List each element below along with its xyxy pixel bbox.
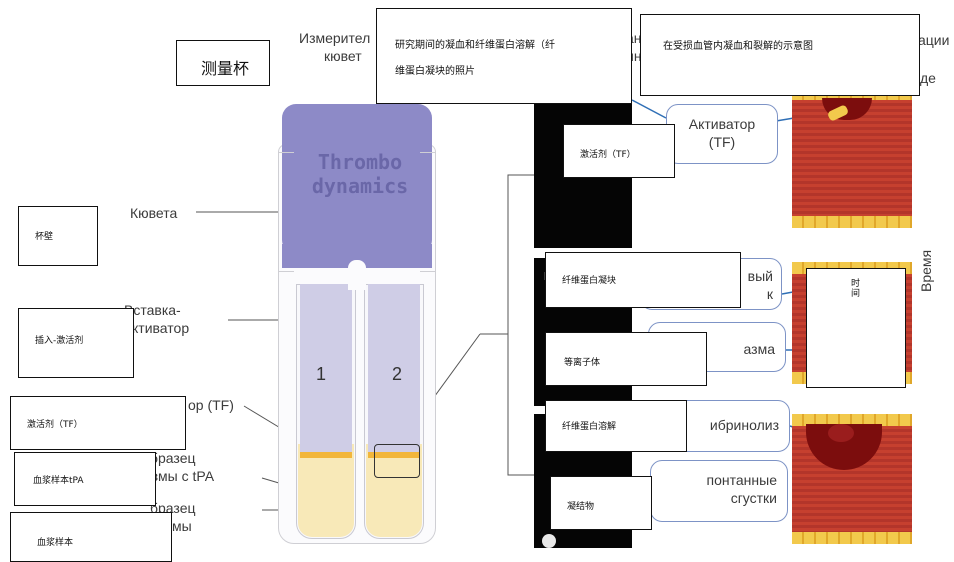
tissue-fibrinolysis: [792, 414, 912, 544]
channel-2-number: 2: [392, 364, 403, 384]
pill-activator: Активатор (TF): [666, 104, 778, 164]
header-fragment-right2: де: [920, 70, 936, 86]
overlay-photo-title-line2: 维蛋白凝块的照片: [395, 66, 475, 77]
overlay-photo-title: 研究期间的凝血和纤维蛋白溶解（纤 维蛋白凝块的照片: [376, 8, 632, 104]
activator-layer-2: [368, 452, 420, 458]
activator-layer-1: [300, 452, 352, 458]
label-activator-fragment: ор (TF): [188, 397, 234, 413]
overlay-insert-activator: 插入-激活剂: [18, 308, 134, 378]
tissue-activator: [792, 88, 912, 228]
overlay-cup-wall: 杯壁: [18, 206, 98, 266]
insert-prong-2: [368, 284, 420, 456]
pill-fibrin-line2: к: [766, 286, 773, 302]
overlay-schematic-title: 在受损血管内凝血和裂解的示意图: [640, 14, 920, 96]
channel-1-number: 1: [316, 364, 327, 384]
time-axis-label: Время: [918, 249, 934, 292]
zoom-highlight-box: [374, 444, 420, 478]
label-sample-tpa-line2: азмы с tPA: [144, 468, 215, 484]
pill-activator-line1: Активатор: [688, 116, 756, 132]
overlay-photo-title-line1: 研究期间的凝血和纤维蛋白溶解（纤: [395, 40, 555, 51]
cuvette-cap: [282, 104, 432, 254]
cuvette-illustration: Thrombo dynamics 1 2: [270, 104, 444, 548]
pill-spont-line1: понтанные: [706, 472, 777, 488]
overlay-plasma-ion: 等离子体: [545, 332, 707, 386]
overlay-plasma: 血浆样本: [10, 512, 172, 562]
overlay-fibrinolysis: 纤维蛋白溶解: [545, 400, 687, 452]
label-insert-line2: ктиватор: [132, 320, 190, 336]
brand-line1: Thrombo: [317, 150, 403, 174]
overlay-activator-tf-photo: 激活剂（TF）: [563, 124, 675, 178]
overlay-fibrin-clot: 纤维蛋白凝块: [545, 252, 741, 308]
overlay-activator-tf-left: 激活剂（TF）: [10, 396, 186, 450]
header-fragment-right1: ации: [918, 32, 950, 48]
label-insert-line1: Вставка-: [124, 302, 181, 318]
pill-spont-line2: сгустки: [730, 490, 777, 506]
header-measuring-line2: кювет: [324, 48, 362, 64]
label-sample-tpa-line1: бразец: [150, 450, 196, 466]
pill-activator-line2: (TF): [708, 134, 736, 150]
header-measuring-line1: Измерител: [299, 30, 371, 46]
insert-prong-1: [300, 284, 352, 456]
pill-spontaneous-clots: понтанные сгустки: [650, 460, 788, 522]
overlay-time: 时间: [806, 268, 906, 388]
overlay-clot: 凝结物: [550, 476, 652, 530]
plasma-fill-1: [298, 444, 354, 537]
overlay-time-text: 时间: [851, 279, 861, 299]
pill-fibrinolysis-text: ибринолиз: [709, 417, 779, 433]
label-cuvette: Кювета: [130, 205, 178, 221]
plasma-fill-2: [366, 444, 422, 537]
overlay-cup: 测量杯: [176, 40, 270, 86]
pill-fibrin-line1: вый: [747, 268, 773, 284]
pill-plasma-text: азма: [743, 341, 775, 357]
brand-line2: dynamics: [311, 174, 409, 198]
overlay-plasma-tpa: 血浆样本tPA: [14, 452, 156, 506]
label-sample-line2: мы: [172, 518, 192, 534]
